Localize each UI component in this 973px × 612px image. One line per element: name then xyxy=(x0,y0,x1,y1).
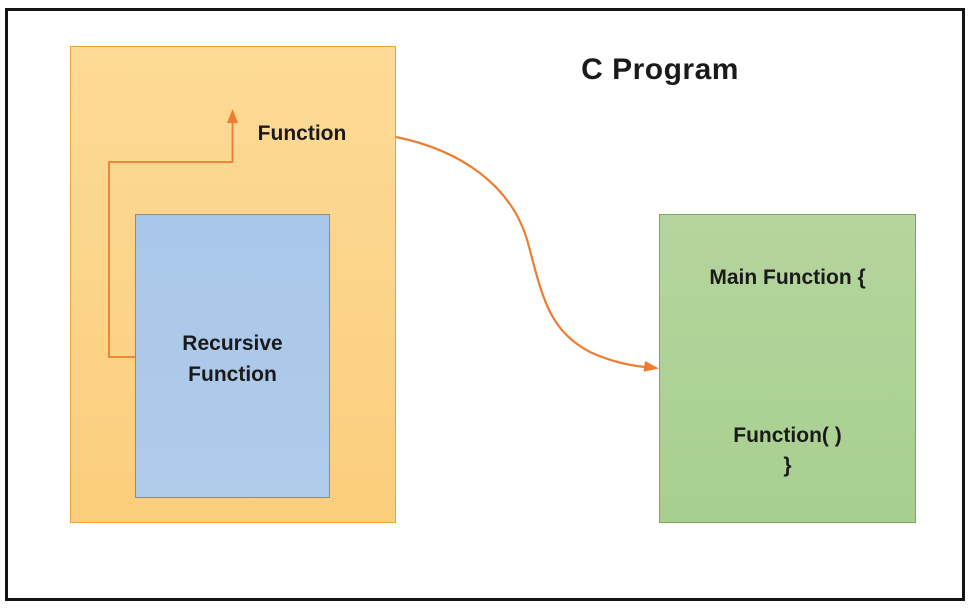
main-function-body: Function( ) } xyxy=(660,421,915,481)
diagram-title: C Program xyxy=(581,53,739,86)
main-function-header: Main Function { xyxy=(709,266,866,289)
closing-brace-text: } xyxy=(783,454,792,477)
recursive-function-label-line2: Function xyxy=(188,363,277,386)
function-call-text: Function( ) xyxy=(733,424,842,447)
recursive-function-label: Recursive Function xyxy=(136,328,329,390)
function-box-label: Function xyxy=(257,122,347,145)
outer-border-frame xyxy=(5,8,965,601)
recursive-function-box: Recursive Function xyxy=(135,214,330,498)
recursive-function-label-line1: Recursive xyxy=(182,332,283,355)
main-function-box: Main Function { Function( ) } xyxy=(659,214,916,523)
